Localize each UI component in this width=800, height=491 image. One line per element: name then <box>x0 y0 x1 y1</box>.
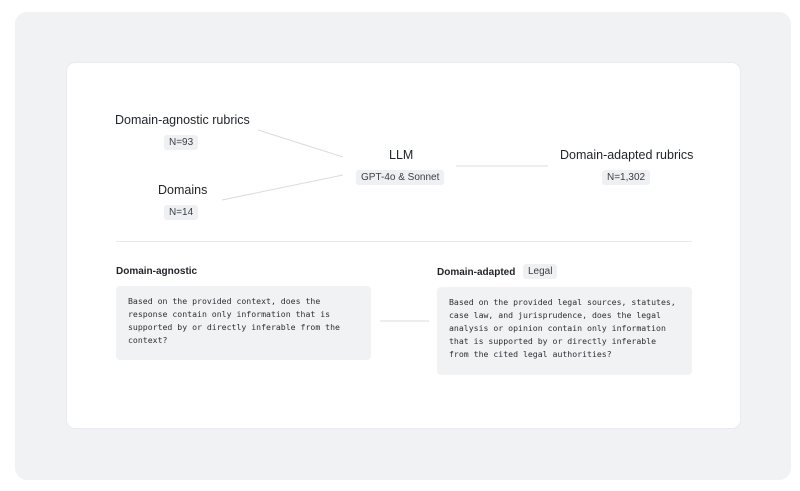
agnostic-example-box: Based on the provided context, does the … <box>116 286 371 360</box>
adapted-rubrics-count: N=1,302 <box>602 170 651 185</box>
adapted-rubrics-label: Domain-adapted rubrics <box>560 148 694 162</box>
legal-domain-tag: Legal <box>523 264 558 279</box>
agnostic-rubrics-label: Domain-agnostic rubrics <box>115 113 250 127</box>
domains-count: N=14 <box>164 205 199 220</box>
llm-label: LLM <box>389 148 414 162</box>
domains-label: Domains <box>158 183 208 197</box>
section-divider <box>116 241 692 242</box>
adapted-example-box: Based on the provided legal sources, sta… <box>437 287 692 375</box>
llm-models-badge: GPT-4o & Sonnet <box>356 170 445 185</box>
agnostic-example-title: Domain-agnostic <box>116 266 198 277</box>
agnostic-rubrics-count: N=93 <box>164 135 199 150</box>
adapted-example-title: Domain-adapted <box>437 267 516 278</box>
